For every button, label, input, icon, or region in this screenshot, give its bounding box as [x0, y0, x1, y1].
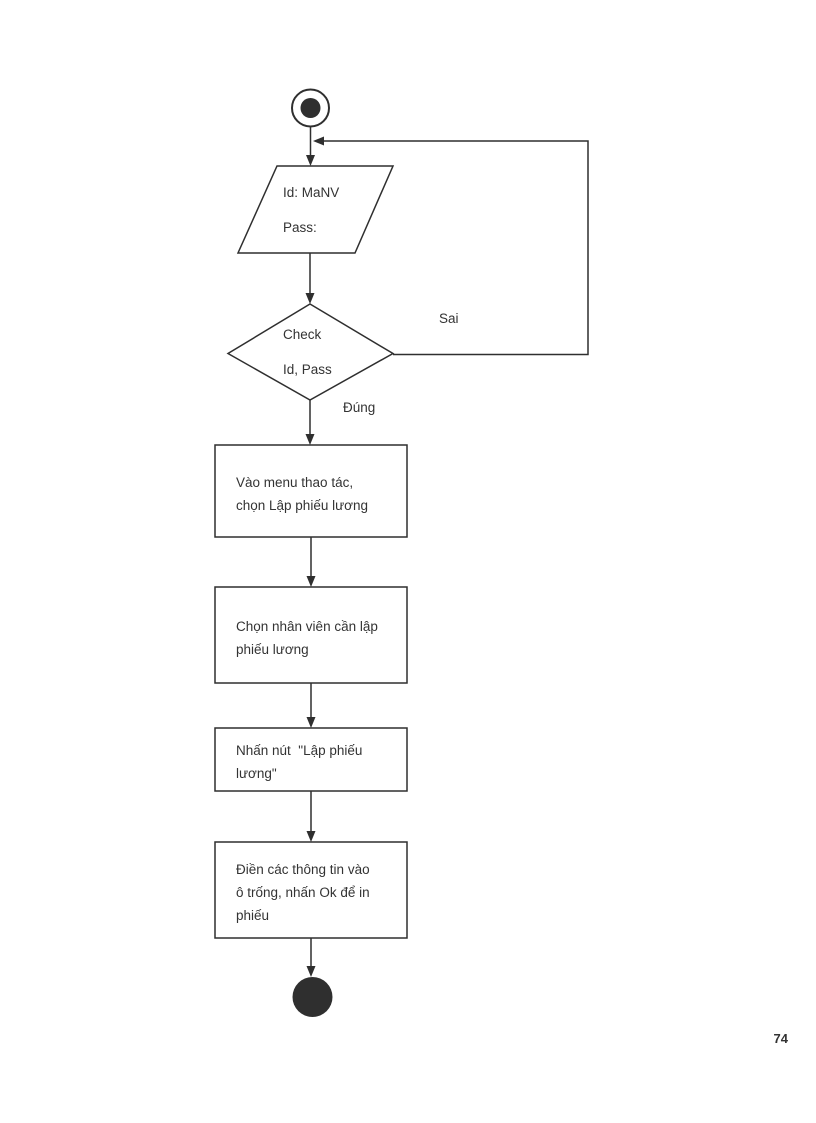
branch-label-sai: Sai: [439, 311, 459, 326]
step-2-text: Chọn nhân viên cần lập phiếu lương: [236, 618, 378, 657]
page-number: 74: [773, 1031, 788, 1046]
start-node-inner-dot: [300, 98, 321, 118]
input-parallelogram: [236, 165, 395, 254]
step-3-rect: [214, 727, 408, 792]
arrowhead-into-step-2: [306, 576, 316, 587]
arrowhead-into-step-1: [305, 434, 315, 445]
step-1-text: Vào menu thao tác, chọn Lập phiếu lương: [236, 474, 368, 513]
arrowhead-into-step-4: [306, 831, 316, 842]
step-4-text: Điền các thông tin vào ô trống, nhấn Ok …: [236, 862, 370, 923]
arrowhead-into-end: [306, 966, 316, 977]
decision-text: Check Id, Pass: [283, 327, 332, 377]
branch-label-dung: Đúng: [343, 400, 376, 415]
arrowhead-into-step-3: [306, 717, 316, 728]
end-node-circle: [292, 977, 333, 1017]
input-shape-text: Id: MaNV Pass:: [283, 185, 340, 235]
step-2-rect: [214, 586, 408, 684]
arrowhead-into-input: [306, 155, 315, 166]
step-4-rect: [214, 841, 408, 939]
step-3-text: Nhấn nút "Lập phiếu lương": [236, 743, 363, 781]
step-1-rect: [214, 444, 408, 538]
arrowhead-loop-back: [313, 136, 324, 146]
loop-back-connector: [318, 140, 589, 356]
arrowhead-into-decision: [305, 293, 315, 304]
